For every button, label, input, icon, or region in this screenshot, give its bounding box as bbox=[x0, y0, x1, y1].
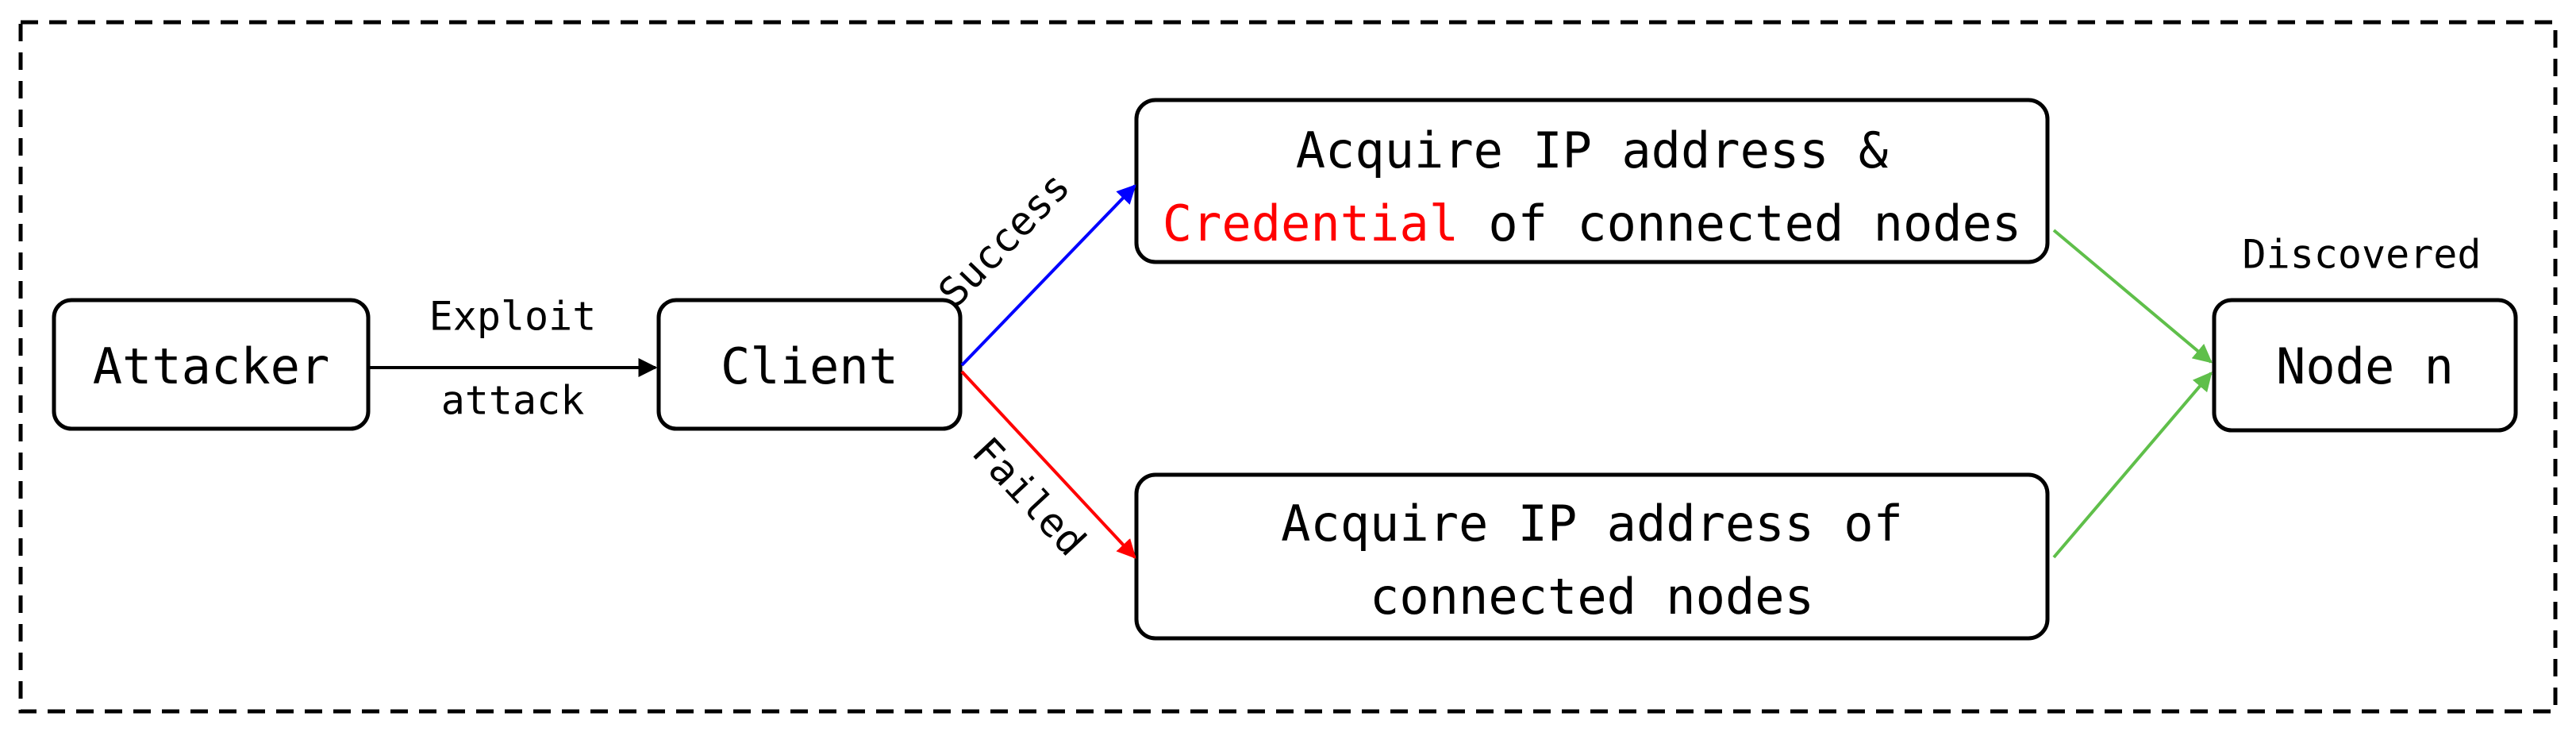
exploit-label-line1: Exploit bbox=[429, 294, 597, 340]
discovered-label: Discovered bbox=[2242, 232, 2481, 278]
success-box-line1: Acquire IP address & bbox=[1296, 121, 1889, 179]
success-result-node: Acquire IP address & Credential of conne… bbox=[1134, 98, 2050, 264]
discovered-arrow-top bbox=[2052, 229, 2213, 364]
failed-box-line1: Acquire IP address of bbox=[1281, 495, 1903, 553]
attacker-label: Attacker bbox=[93, 337, 330, 395]
node-n-label: Node n bbox=[2276, 337, 2454, 395]
client-node: Client bbox=[656, 298, 963, 431]
success-box-line2-rest: of connected nodes bbox=[1459, 195, 2021, 252]
failed-box-line2: connected nodes bbox=[1370, 568, 1814, 626]
outer-dashed-frame bbox=[18, 20, 2558, 714]
client-label: Client bbox=[721, 337, 898, 395]
success-arrow bbox=[960, 184, 1136, 367]
success-label: Success bbox=[929, 164, 1078, 316]
discovered-arrow-bottom bbox=[2052, 372, 2213, 559]
attacker-node: Attacker bbox=[52, 298, 371, 431]
success-box-line2: Credential of connected nodes bbox=[1163, 195, 2022, 252]
failed-arrow bbox=[960, 370, 1136, 559]
exploit-label-line2: attack bbox=[441, 378, 585, 424]
node-n-node: Node n bbox=[2212, 298, 2518, 433]
failed-result-node: Acquire IP address of connected nodes bbox=[1134, 472, 2050, 641]
credential-highlight: Credential bbox=[1163, 195, 1459, 252]
failed-label: Failed bbox=[963, 429, 1095, 565]
